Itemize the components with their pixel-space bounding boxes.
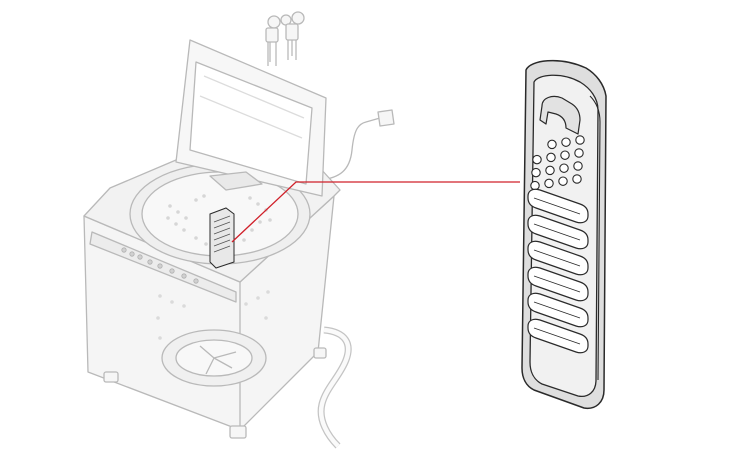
- filter-hole: [530, 180, 540, 191]
- filter-slot-inner-line: [533, 327, 581, 345]
- power-cord: [319, 117, 381, 181]
- filter-hole: [561, 137, 571, 147]
- lower-drum-perforations: [156, 290, 270, 340]
- filter-hole: [532, 154, 542, 165]
- lid-window: [189, 61, 313, 185]
- lint-filter-enlarged: [521, 59, 607, 410]
- filter-hole: [545, 165, 555, 176]
- filter-hole: [544, 178, 554, 189]
- filter-slot-inner-line: [533, 249, 581, 267]
- filter-hole: [572, 174, 582, 184]
- filter-hole: [574, 148, 584, 158]
- filter-handle: [539, 95, 581, 135]
- filter-hole: [547, 139, 557, 150]
- callout-line: [231, 181, 520, 243]
- filter-slot-inner-line: [533, 197, 581, 215]
- filter-hole: [575, 135, 585, 145]
- filter-hole: [559, 163, 569, 173]
- filter-hole-grid: [530, 135, 585, 191]
- filter-side-rail: [589, 95, 601, 381]
- filter-slot-inner-line: [533, 301, 581, 319]
- filter-hole: [558, 176, 568, 186]
- power-plug: [377, 109, 395, 127]
- filter-slots: [527, 188, 589, 354]
- filter-slot-inner-line: [533, 275, 581, 293]
- detergent-dispenser: [209, 171, 263, 191]
- filter-slot-inner-line: [533, 223, 581, 241]
- washing-machine: [83, 11, 395, 449]
- filter-hole: [573, 161, 583, 171]
- water-inlet-valves: [265, 11, 305, 66]
- filter-hole: [560, 150, 570, 160]
- control-buttons: [121, 247, 199, 284]
- filter-in-drum: [209, 207, 235, 269]
- filter-hole: [546, 152, 556, 163]
- filter-hole: [531, 167, 541, 178]
